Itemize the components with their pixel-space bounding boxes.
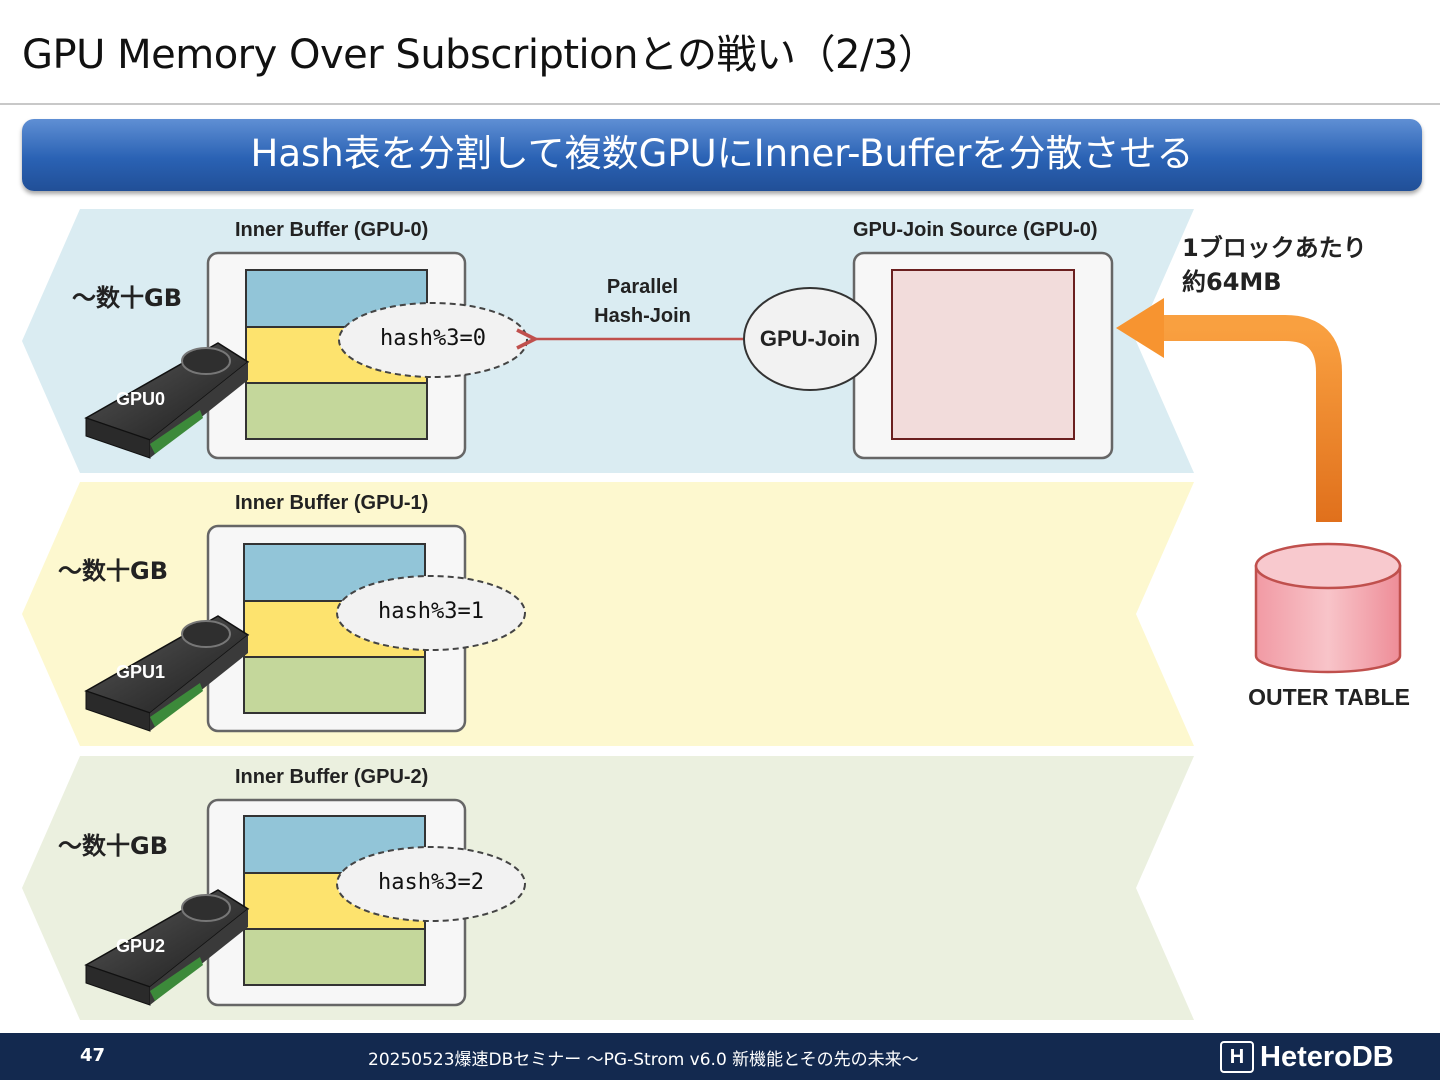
lane0-buffer-title: Inner Buffer (GPU-0) [235,219,429,241]
outer-feed-arrowhead [1116,298,1164,358]
gpu-join-bubble [743,287,877,391]
gpu-card-0 [84,342,250,459]
block-size-note: 1ブロックあたり 約64MB [1182,231,1367,299]
lane1-size-label: ～数十GB [58,557,168,585]
buffer-seg-green [243,928,426,986]
edge-label-line1: Parallel [606,276,679,298]
footer-event-text: 20250523爆速DBセミナー ～PG-Strom v6.0 新機能とその先の… [368,1050,919,1070]
edge-label-line2: Hash-Join [594,305,691,327]
gpu-join-source-title: GPU-Join Source (GPU-0) [853,219,1098,241]
outer-block [891,269,1075,440]
lane2-hash-label: hash%3=2 [378,870,484,895]
lane2-gpu-label: GPU2 [116,936,166,956]
lane2-size-label: ～数十GB [58,832,168,860]
parallel-hash-join-label: Parallel Hash-Join [570,273,715,331]
lane-gpu2-band [22,756,1194,1020]
outer-table-label: OUTER TABLE [1248,684,1410,710]
footer-bar [0,1033,1440,1080]
gpu-card-2 [84,889,250,1006]
heterodb-logo: H HeteroDB [1220,1038,1394,1076]
outer-feed-arrow [1150,315,1342,522]
lane1-hash-label: hash%3=1 [378,599,484,624]
banner-heading: Hash表を分割して複数GPUにInner-Bufferを分散させる [22,119,1422,191]
lane2-buffer-title: Inner Buffer (GPU-2) [235,766,429,788]
title-divider [0,103,1440,105]
lane1-gpu-label: GPU1 [116,662,166,682]
lane0-size-label: ～数十GB [72,284,182,312]
gpu-card-1 [84,615,250,732]
block-note-line2: 約64MB [1182,268,1282,296]
hash-bubble-1 [336,575,526,651]
slide-title: GPU Memory Over Subscriptionとの戦い（2/3） [22,32,938,78]
lane0-gpu-label: GPU0 [116,389,166,409]
gpu-join-label: GPU-Join [759,326,861,351]
lane-gpu1-band [22,482,1194,746]
heterodb-logo-text: HeteroDB [1260,1040,1394,1073]
lane1-buffer-title: Inner Buffer (GPU-1) [235,492,429,514]
heterodb-logo-icon: H [1220,1041,1254,1073]
block-note-line1: 1ブロックあたり [1182,234,1367,262]
lane0-hash-label: hash%3=0 [380,326,486,351]
buffer-seg-green [245,382,428,440]
page-number: 47 [80,1045,106,1066]
outer-table-cylinder [1254,542,1402,674]
buffer-seg-green [243,656,426,714]
hash-bubble-2 [336,846,526,922]
